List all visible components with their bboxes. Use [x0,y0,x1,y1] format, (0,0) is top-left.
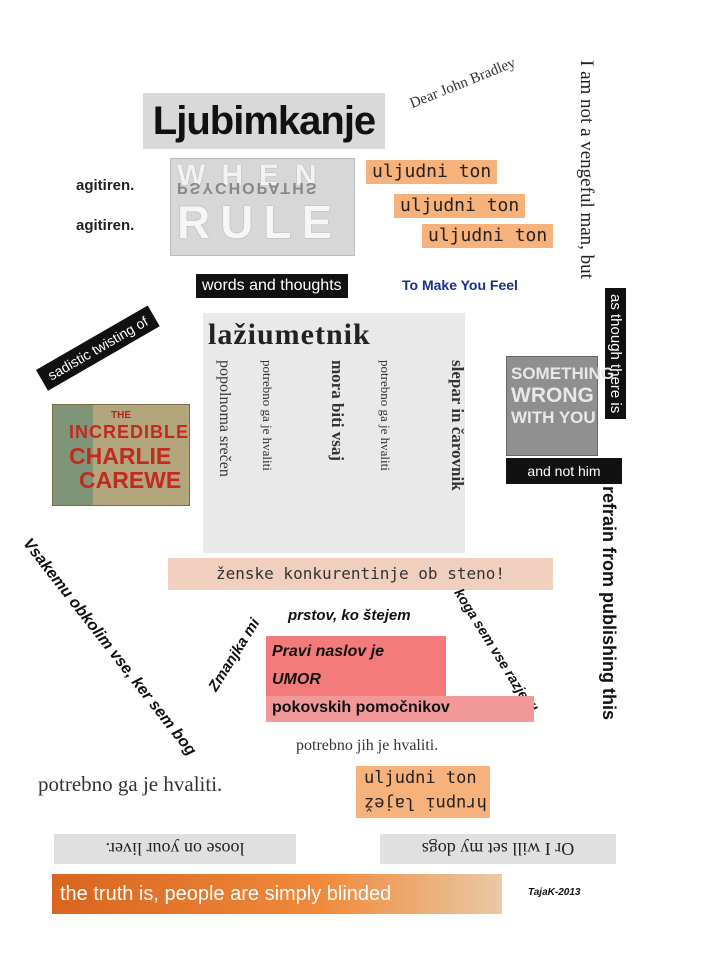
uljudni-ton-3: uljudni ton [422,224,554,248]
pokovskih-box [266,696,534,722]
dear-john-bradley: Dear John Bradley [407,54,518,112]
pravi-line-1: Pravi naslov je [272,643,385,660]
zmanjka-diagonal: Zmanjka mi [205,615,264,695]
words-and-thoughts-label: words and thoughts [196,274,348,298]
and-not-him-label: and not him [506,458,622,484]
something-line-1: SOMETHING [511,364,614,383]
poster-rule: RULE [177,196,343,248]
column-slepar: slepar in čarovnik [448,360,467,491]
or-i-will-set-my-dogs: Or I will set my dogs [380,834,616,864]
charlie-incredible: INCREDIBLE [69,422,190,442]
poster-psychopaths: PSYCHOPATHS [177,179,319,196]
uljudni-ton-bottom: uljudni ton [364,768,477,788]
charlie-shade [53,405,93,505]
potrebno-ga-label: potrebno ga je hvaliti. [38,772,223,796]
sadistic-twisting-label: sadistic twisting of [36,305,160,391]
uljudni-ton-2: uljudni ton [394,194,526,218]
laziumetnik-heading: lažiumetnik [208,318,371,351]
poster-when: WHEN [177,159,333,192]
something-line-3: WITH YOU [511,408,596,427]
charlie-carewe: CAREWE [79,467,182,493]
uljudni-ton-1: uljudni ton [366,160,498,184]
something-wrong-box: SOMETHING WRONG WITH YOU [506,356,614,456]
laziumetnik-block [203,313,465,553]
column-popolnoma-sreen: popolnoma srečen [216,360,233,477]
charlie-carewe-image: THE INCREDIBLE CHARLIE CAREWE [52,404,190,506]
truth-banner: the truth is, people are simply blinded [52,874,502,914]
psychopaths-rule-poster: WHEN PSYCHOPATHS RULE [170,158,355,256]
not-vengeful-vertical: I am not a vengeful man, but [576,60,597,279]
title-ljubimkanje: Ljubimkanje [143,93,385,149]
signature: TajaK-2013 [528,887,581,898]
charlie-name: CHARLIE [69,443,172,469]
agitiren-label-2: agitiren. [76,217,135,234]
hrupni-lajez-flipped: hrupni lajež [364,793,487,813]
collage-page: Ljubimkanje Dear John Bradley agitiren. … [19,38,640,918]
prstov-label: prstov, ko štejem [288,607,411,624]
loose-on-your-liver: loose on your liver. [54,834,296,864]
pravi-line-3: pokovskih pomočnikov [272,699,450,716]
pravi-line-2: UMOR [272,671,321,688]
refrain-vertical: refrain from publishing this [599,486,619,721]
column-mora-biti-vsaj: mora biti vsaj [328,360,347,462]
to-make-you-feel-label: To Make You Feel [402,277,518,293]
column-potrebno-2: potrebno ga je hvaliti [378,360,393,471]
koga-diagonal: koga sem vse razjezil [451,585,541,715]
zenske-label: ženske konkurentinje ob steno! [168,558,553,590]
potrebno-jih-label: potrebno jih je hvaliti. [296,737,439,754]
column-potrebno-1: potrebno ga je hvaliti [260,360,275,471]
as-though-there-is-vertical: as though there is [605,288,626,420]
uljudni-bottom-box [356,766,490,818]
something-line-2: WRONG [511,384,594,407]
charlie-the: THE [111,410,131,421]
agitiren-label-1: agitiren. [76,177,135,194]
